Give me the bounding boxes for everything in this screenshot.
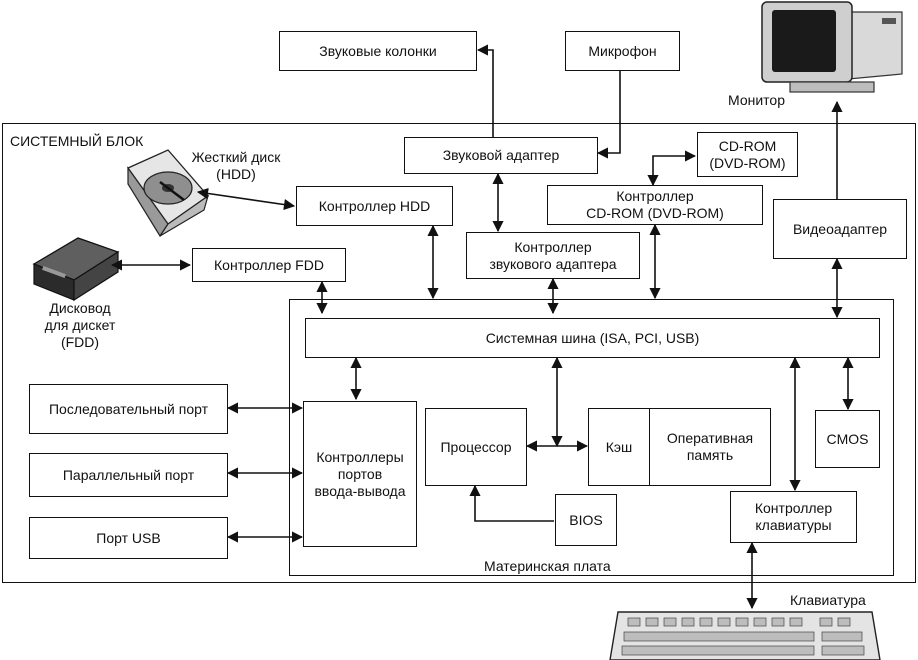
system-bus-box: Системная шина (ISA, PCI, USB) bbox=[305, 318, 880, 358]
serial-port-box: Последовательный порт bbox=[29, 384, 228, 434]
cache-box: Кэш bbox=[588, 408, 650, 486]
keyboard-icon bbox=[609, 611, 881, 660]
cdrom-controller-box: Контроллер CD-ROM (DVD-ROM) bbox=[547, 185, 763, 225]
keyboard-label: Клавиатура bbox=[790, 592, 866, 608]
sound-controller-box: Контроллер звукового адаптера bbox=[466, 232, 640, 279]
cmos-box: CMOS bbox=[815, 410, 880, 468]
sound-adapter-box: Звуковой адаптер bbox=[404, 137, 598, 174]
video-adapter-box: Видеоадаптер bbox=[773, 199, 907, 259]
bios-box: BIOS bbox=[555, 494, 617, 546]
cpu-box: Процессор bbox=[425, 408, 527, 486]
keyboard-controller-box: Контроллер клавиатуры bbox=[730, 491, 857, 543]
monitor-label: Монитор bbox=[728, 92, 785, 108]
system-unit-frame bbox=[2, 123, 916, 583]
monitor-icon bbox=[761, 1, 903, 93]
speakers-box: Звуковые колонки bbox=[279, 31, 477, 71]
microphone-box: Микрофон bbox=[565, 31, 680, 71]
fdd-label: Дисковод для дискет (FDD) bbox=[44, 300, 116, 350]
system-unit-label: СИСТЕМНЫЙ БЛОК bbox=[10, 133, 144, 149]
motherboard-frame bbox=[289, 299, 894, 576]
usb-port-box: Порт USB bbox=[29, 517, 228, 559]
io-controllers-box: Контроллеры портов ввода-вывода bbox=[303, 401, 417, 547]
fdd-icon bbox=[32, 237, 120, 302]
hdd-controller-box: Контроллер HDD bbox=[296, 186, 453, 226]
ram-box: Оперативная память bbox=[649, 408, 771, 486]
hdd-label: Жесткий диск (HDD) bbox=[191, 149, 281, 182]
fdd-controller-box: Контроллер FDD bbox=[192, 248, 346, 282]
motherboard-label: Материнская плата bbox=[484, 558, 611, 574]
parallel-port-box: Параллельный порт bbox=[29, 453, 228, 497]
cdrom-box: CD-ROM (DVD-ROM) bbox=[697, 132, 798, 177]
